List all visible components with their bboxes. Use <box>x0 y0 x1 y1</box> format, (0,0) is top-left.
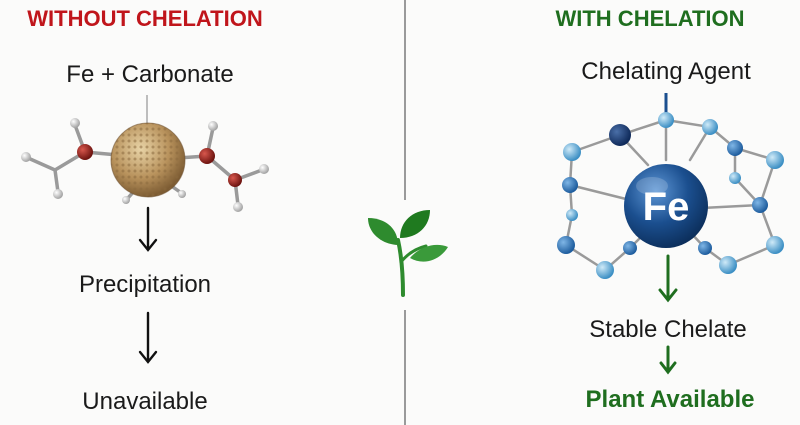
divider-top <box>404 0 406 200</box>
arrow-down-icon <box>138 311 158 364</box>
plant-available-label: Plant Available <box>585 386 755 413</box>
stable-chelate-label: Stable Chelate <box>589 316 747 343</box>
precipitation-label: Precipitation <box>78 271 212 298</box>
arrow-down-icon <box>658 254 678 303</box>
arrow-down-icon <box>659 345 677 375</box>
arrow-down-icon <box>138 206 158 252</box>
divider-bottom <box>404 310 406 425</box>
fe-atom-symbol: Fe <box>643 185 690 229</box>
chelate-complex <box>557 93 784 279</box>
without-chelation-heading: WITHOUT CHELATION <box>27 6 263 31</box>
fe-carbonate-label: Fe + Carbonate <box>66 61 234 88</box>
fe-carbonate-molecule <box>21 95 269 212</box>
sprout-icon <box>368 210 448 297</box>
chelating-agent-label: Chelating Agent <box>581 58 751 85</box>
with-chelation-heading: WITH CHELATION <box>555 6 745 31</box>
unavailable-label: Unavailable <box>82 388 208 415</box>
